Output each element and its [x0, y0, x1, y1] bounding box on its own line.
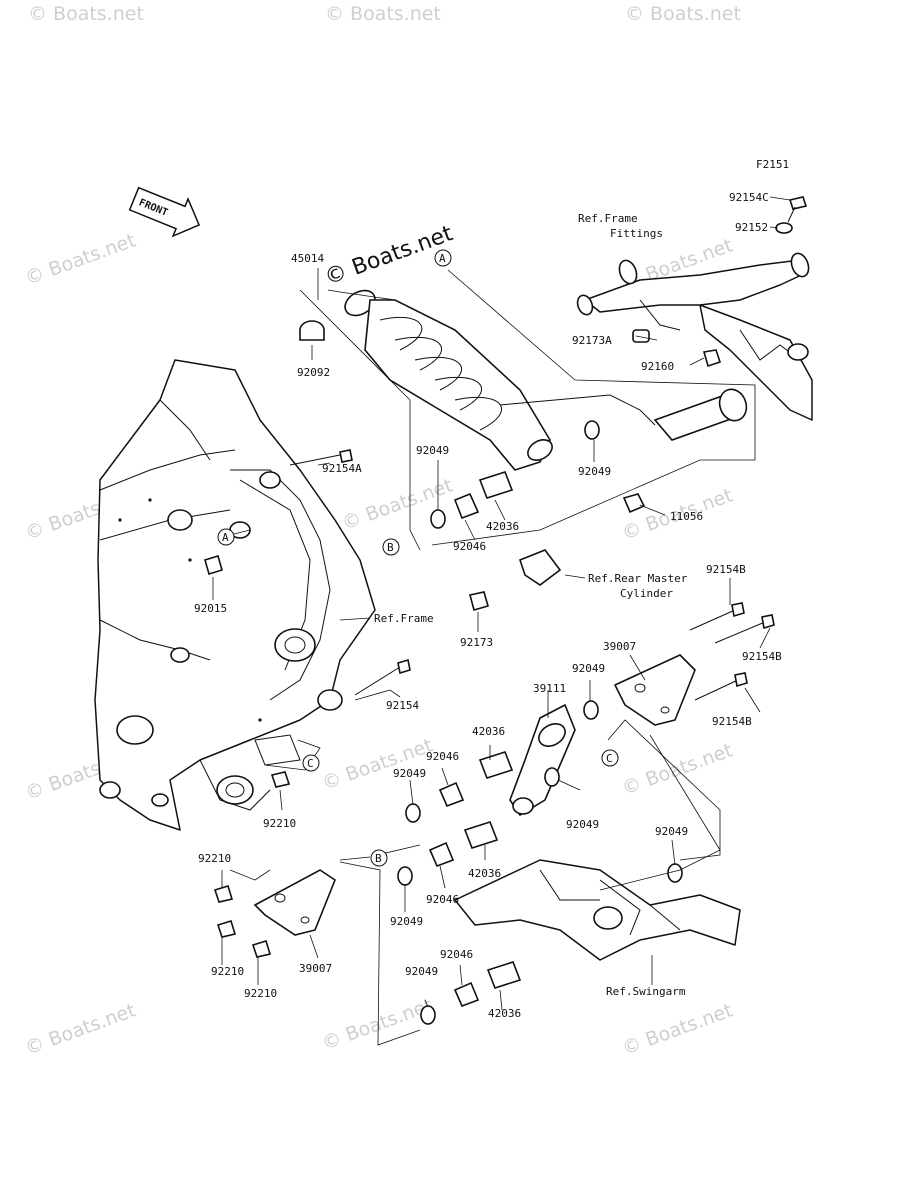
- callout-b: B: [375, 852, 382, 865]
- part-label: 45014: [291, 252, 324, 265]
- swingarm-drawing: [454, 859, 741, 961]
- part-label: 92049: [416, 444, 449, 457]
- part-label: 39007: [299, 962, 332, 975]
- part-label: 92210: [198, 852, 231, 865]
- part-label: 92049: [572, 662, 605, 675]
- part-label: 11056: [670, 510, 703, 523]
- reference-labels: Ref.Frame Fittings Ref.Frame Ref.Rear Ma…: [374, 212, 688, 998]
- part-label: 39007: [603, 640, 636, 653]
- part-label: 42036: [488, 1007, 521, 1020]
- part-label: 92092: [297, 366, 330, 379]
- part-label: 39111: [533, 682, 566, 695]
- part-label: 42036: [468, 867, 501, 880]
- callout-a: A: [222, 531, 229, 544]
- part-label: 92152: [735, 221, 768, 234]
- part-label: 92154A: [322, 462, 362, 475]
- callouts: A A B B C C: [217, 249, 619, 867]
- part-label: 92046: [453, 540, 486, 553]
- ref-frame-label: Ref.Frame: [374, 612, 434, 625]
- part-label: 92049: [390, 915, 423, 928]
- part-label: 92049: [578, 465, 611, 478]
- part-label: 92210: [211, 965, 244, 978]
- watermark: © Boats.net: [319, 994, 435, 1054]
- ref-frame-fittings-label: Fittings: [610, 227, 663, 240]
- watermark: © Boats.net: [28, 3, 144, 25]
- frame-drawing: [94, 359, 376, 831]
- leader-lines: [212, 196, 791, 1046]
- fasteners: [204, 196, 808, 958]
- callout-a: A: [439, 252, 446, 265]
- part-label: 92160: [641, 360, 674, 373]
- part-label: 92154: [386, 699, 419, 712]
- part-label: 92046: [426, 750, 459, 763]
- ref-swingarm-label: Ref.Swingarm: [606, 985, 686, 998]
- callout-c: C: [307, 757, 314, 770]
- part-label: 92173: [460, 636, 493, 649]
- part-label: 92049: [655, 825, 688, 838]
- part-label: 92049: [566, 818, 599, 831]
- ref-frame-fittings-label: Ref.Frame: [578, 212, 638, 225]
- watermark: © Boats.net: [22, 999, 138, 1059]
- part-number-labels: 45014 92092 92154C 92152 92173A 92160 92…: [194, 191, 782, 1020]
- ref-rear-master-label: Ref.Rear Master: [588, 572, 688, 585]
- callout-c: C: [606, 752, 613, 765]
- watermark: © Boats.net: [22, 229, 138, 289]
- frame-fittings-drawing: [576, 252, 813, 421]
- ref-rear-master-label: Cylinder: [620, 587, 673, 600]
- front-arrow-icon: FRONT: [128, 186, 201, 238]
- part-label: 92154C: [729, 191, 769, 204]
- part-label: 92154B: [706, 563, 746, 576]
- part-label: 92049: [405, 965, 438, 978]
- figure-code: F2151: [756, 158, 789, 171]
- part-label: 92015: [194, 602, 227, 615]
- watermark: © Boats.net: [325, 3, 441, 25]
- watermark: © Boats.net: [319, 734, 435, 794]
- callout-b: B: [387, 541, 394, 554]
- watermark: © Boats.net: [625, 3, 741, 25]
- part-label: 92210: [263, 817, 296, 830]
- part-label: 42036: [472, 725, 505, 738]
- part-label: 92173A: [572, 334, 612, 347]
- part-label: 92046: [440, 948, 473, 961]
- part-label: 42036: [486, 520, 519, 533]
- part-label: 92210: [244, 987, 277, 1000]
- part-label: 92154B: [712, 715, 752, 728]
- part-label: 92154B: [742, 650, 782, 663]
- watermark: © Boats.net: [619, 999, 735, 1059]
- rear-shock-absorber: [299, 289, 641, 471]
- part-label: 92046: [426, 893, 459, 906]
- shock-reservoir: [639, 388, 748, 441]
- part-label: 92049: [393, 767, 426, 780]
